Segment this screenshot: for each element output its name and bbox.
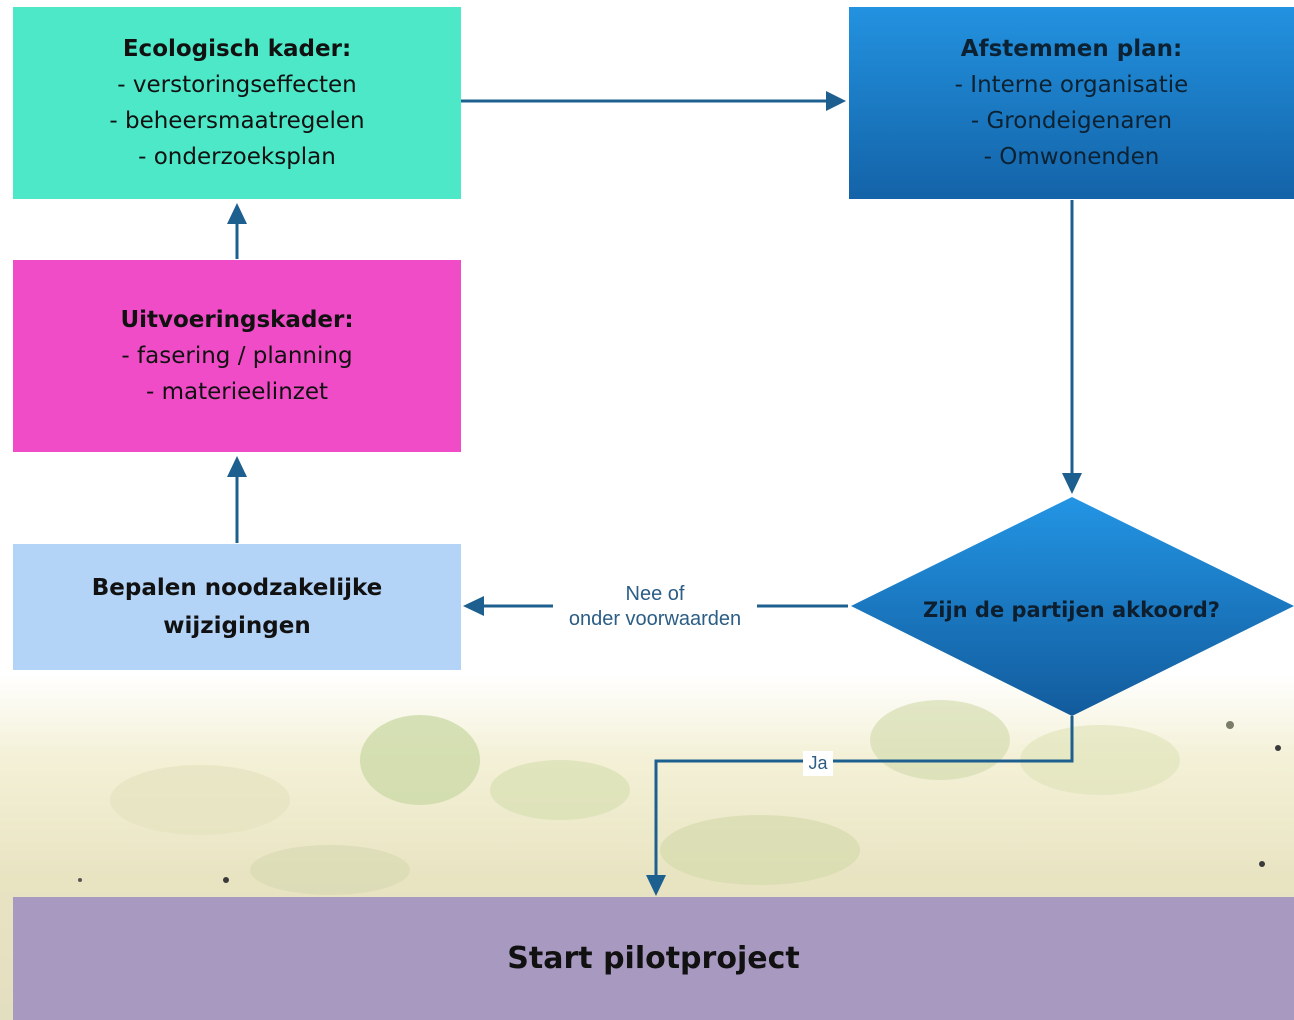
- ecologisch-item: - onderzoeksplan: [138, 144, 336, 170]
- bepalen-title-line2: wijzigingen: [163, 613, 311, 639]
- uitvoeringskader-box: Uitvoeringskader: - fasering / planning …: [13, 260, 461, 452]
- arrowhead-eco: [227, 203, 247, 224]
- ecologisch-kader-box: Ecologisch kader: - verstoringseffecten …: [13, 7, 461, 199]
- no-edge-label-line1: Nee of: [625, 583, 685, 605]
- bepalen-wijzigingen-box: Bepalen noodzakelijke wijzigingen: [13, 544, 461, 670]
- afstemmen-item: - Grondeigenaren: [970, 108, 1173, 134]
- decision-diamond: [851, 497, 1294, 716]
- arrowhead-afstemmen: [826, 91, 846, 111]
- uitvoeringskader-title: Uitvoeringskader:: [120, 307, 354, 333]
- afstemmen-plan-title: Afstemmen plan:: [960, 36, 1183, 62]
- decision-label: Zijn de partijen akkoord?: [923, 598, 1220, 622]
- uitvoering-item: - fasering / planning: [121, 343, 353, 369]
- bepalen-title-line1: Bepalen noodzakelijke: [91, 575, 383, 601]
- arrowhead-uitvoering: [227, 456, 247, 477]
- arrowhead-decision: [1062, 473, 1082, 494]
- start-pilotproject-title: Start pilotproject: [507, 940, 800, 976]
- yes-edge-label: Ja: [803, 751, 833, 776]
- no-edge-label-line2: onder voorwaarden: [568, 608, 742, 630]
- start-pilotproject-box: Start pilotproject: [13, 897, 1294, 1020]
- uitvoering-item: - materieelinzet: [145, 379, 329, 405]
- afstemmen-plan-box: Afstemmen plan: - Interne organisatie - …: [849, 7, 1294, 199]
- ecologisch-kader-title: Ecologisch kader:: [122, 36, 352, 62]
- arrowhead-bepalen: [463, 596, 484, 616]
- no-edge-label: Nee of onder voorwaarden: [548, 582, 762, 632]
- afstemmen-item: - Interne organisatie: [954, 72, 1189, 98]
- ecologisch-item: - beheersmaatregelen: [109, 108, 365, 134]
- arrow-decision-to-start: [654, 716, 1074, 876]
- afstemmen-item: - Omwonenden: [983, 144, 1160, 170]
- ecologisch-item: - verstoringseffecten: [117, 72, 357, 98]
- arrowhead-start: [646, 875, 666, 896]
